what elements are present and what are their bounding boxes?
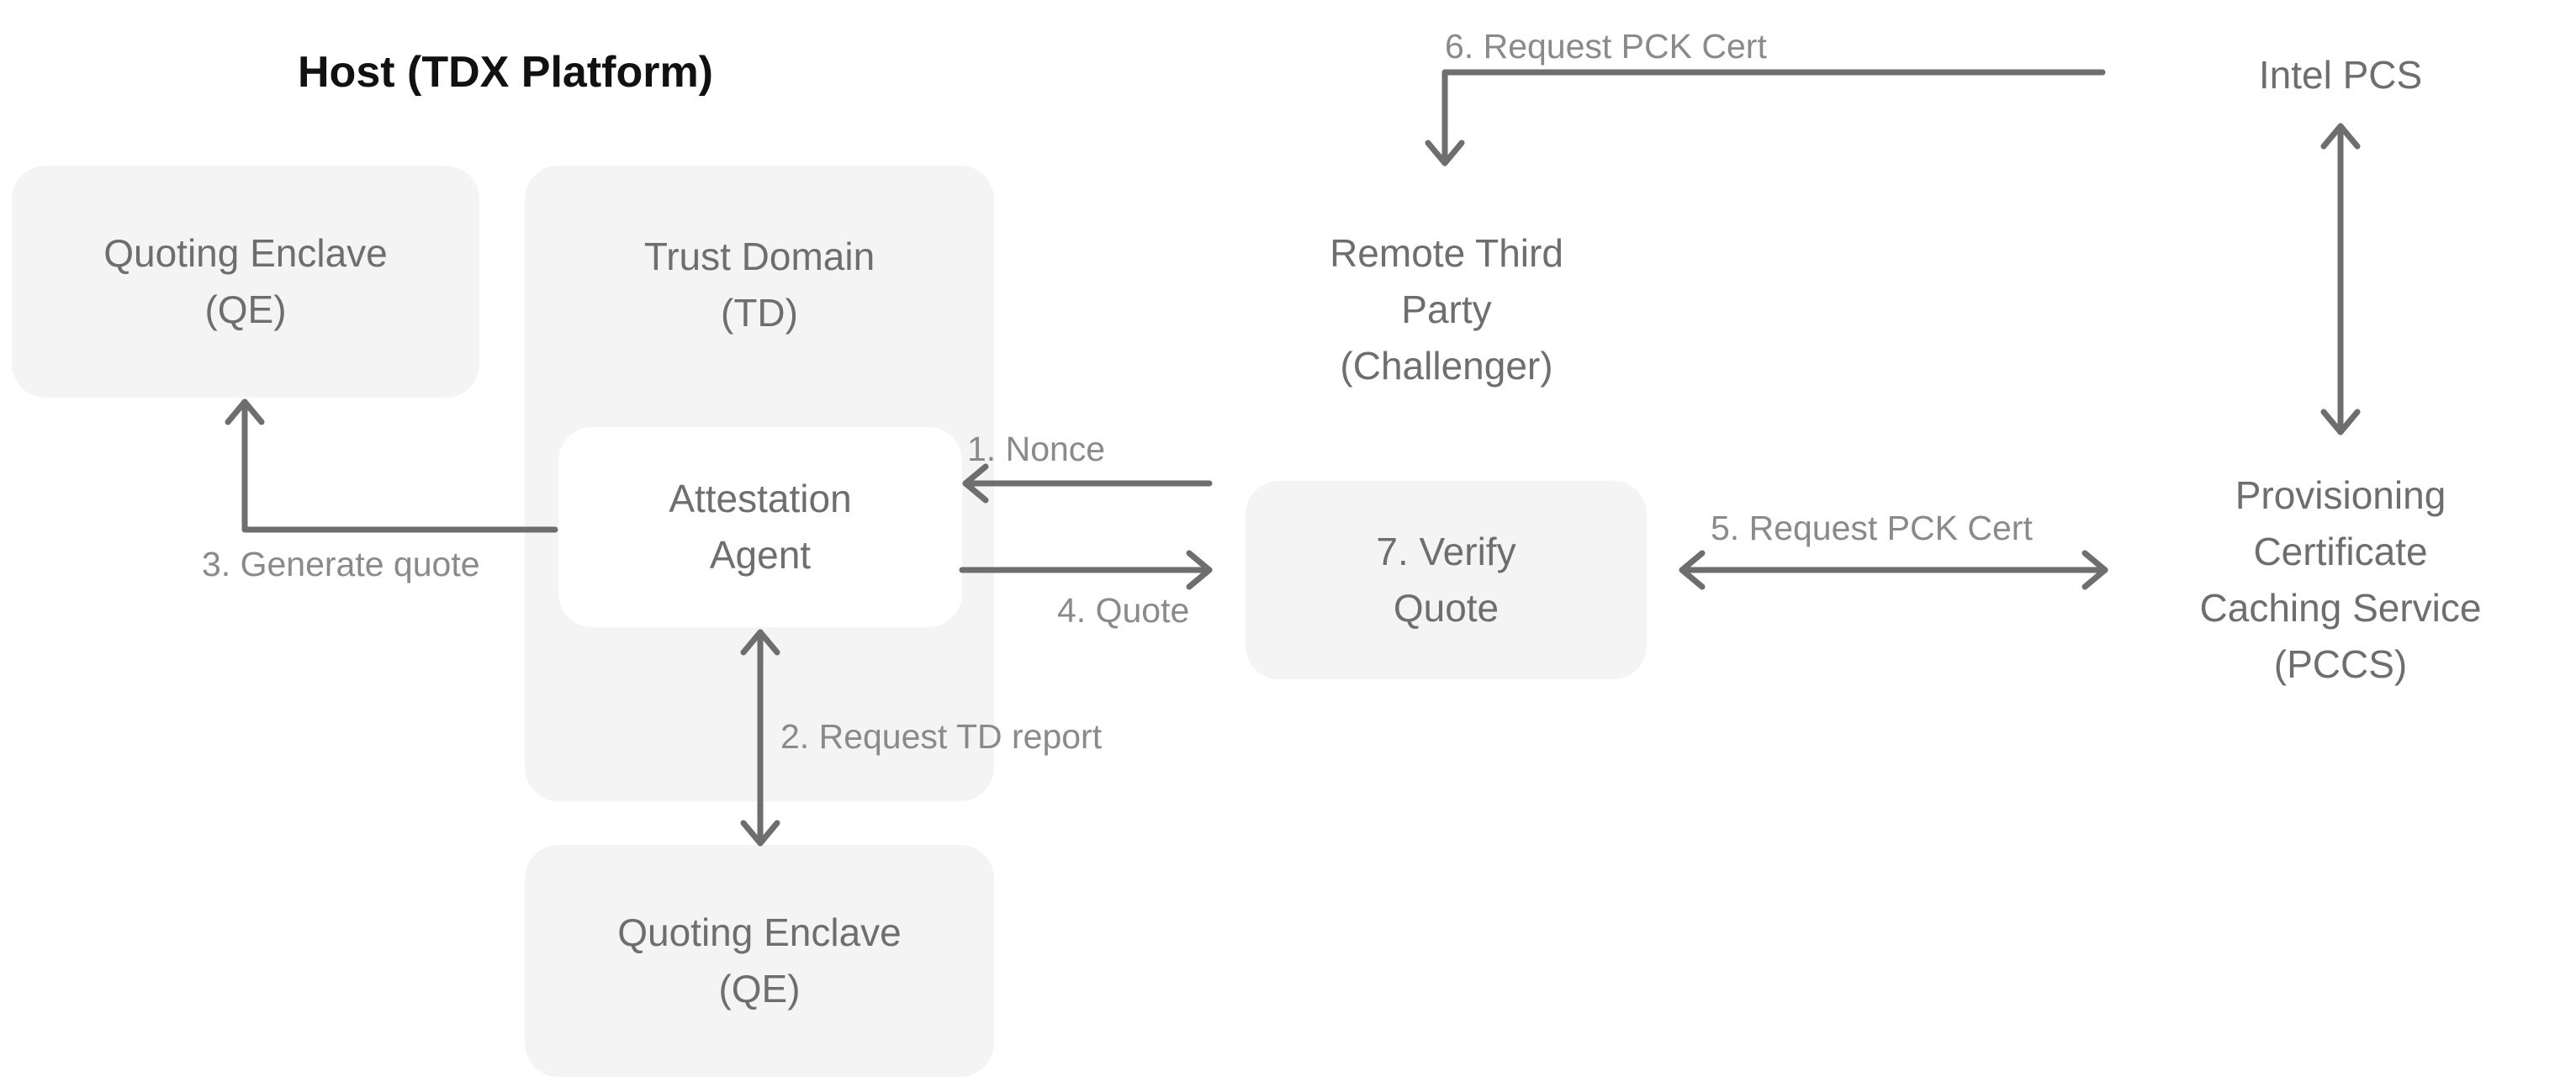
quoting-enclave-bottom-box	[525, 845, 994, 1077]
pcs-pccs-arrowhead-top	[2320, 123, 2361, 150]
generate-quote-arrow	[241, 398, 558, 533]
request-pck-5-arrowhead-right	[2081, 550, 2108, 590]
diagram-title: Host (TDX Platform)	[298, 48, 713, 97]
generate-quote-arrowhead	[225, 398, 265, 425]
intel-pcs-label: Intel PCS	[2258, 53, 2423, 97]
quoting-enclave-bottom-label: Quoting Enclave (QE)	[617, 910, 902, 1010]
request-td-report-arrowhead-top	[740, 629, 780, 656]
attestation-agent-label: Attestation Agent	[669, 477, 852, 577]
request-pck-6-label: 6. Request PCK Cert	[1445, 27, 1767, 66]
request-td-report-arrowhead-bottom	[740, 820, 780, 847]
quoting-enclave-left-box	[12, 166, 479, 398]
nonce-arrowhead	[962, 463, 989, 504]
verify-quote-label: 7. Verify Quote	[1376, 530, 1516, 630]
request-pck-6-arrow	[1441, 69, 2106, 166]
quote-label: 4. Quote	[1057, 591, 1190, 630]
pccs-label: Provisioning Certificate Caching Service…	[2199, 473, 2482, 686]
request-pck-5-label: 5. Request PCK Cert	[1711, 509, 2033, 547]
challenger-label: Remote Third Party (Challenger)	[1330, 231, 1563, 388]
request-td-report-label: 2. Request TD report	[780, 717, 1103, 756]
request-pck-5-arrowhead-left	[1679, 550, 1706, 590]
request-pck-6-arrowhead	[1425, 140, 1465, 166]
attestation-agent-box	[558, 427, 962, 627]
quote-arrowhead	[1186, 550, 1213, 590]
pcs-pccs-arrowhead-bottom	[2320, 409, 2361, 435]
verify-quote-box	[1246, 481, 1647, 679]
nonce-label: 1. Nonce	[967, 430, 1106, 468]
generate-quote-label: 3. Generate quote	[202, 545, 480, 583]
quoting-enclave-left-label: Quoting Enclave (QE)	[103, 231, 388, 331]
trust-domain-label: Trust Domain (TD)	[643, 235, 875, 335]
